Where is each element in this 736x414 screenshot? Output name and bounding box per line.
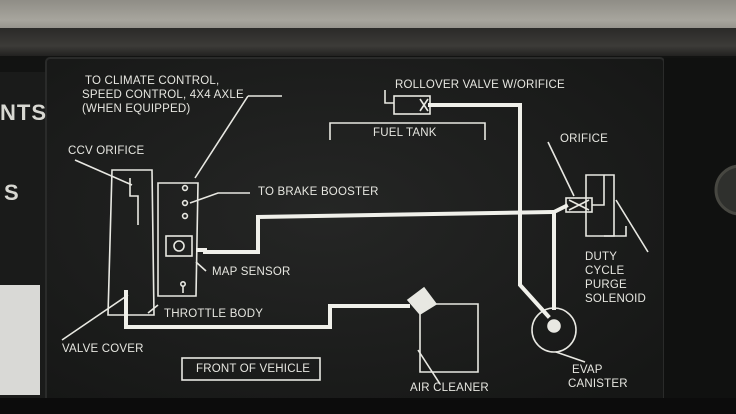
label-ccv-orifice: CCV ORIFICE bbox=[68, 145, 145, 157]
leader-air-cleaner bbox=[417, 349, 441, 385]
vacuum-hoses bbox=[124, 103, 569, 329]
leader-orifice bbox=[547, 141, 575, 197]
bottom-shadow bbox=[0, 398, 736, 414]
label-orifice: ORIFICE bbox=[560, 133, 609, 145]
side-label-white-patch bbox=[0, 285, 40, 395]
vacuum-diagram bbox=[61, 90, 649, 385]
leader-evap bbox=[555, 351, 586, 363]
hose-tank-to-canister bbox=[518, 112, 551, 319]
port-aux bbox=[181, 212, 189, 220]
ccv-tube bbox=[129, 178, 139, 225]
label-rollover-valve: ROLLOVER VALVE W/ORIFICE bbox=[395, 79, 565, 91]
port-climate bbox=[181, 184, 189, 192]
reservoir-cap bbox=[714, 164, 736, 216]
fuel-tank-bracket bbox=[329, 122, 486, 140]
hood-seal-rail bbox=[0, 28, 736, 58]
label-map-sensor: MAP SENSOR bbox=[212, 266, 291, 278]
hose-orifice-link bbox=[551, 203, 569, 215]
front-of-vehicle-box bbox=[181, 357, 321, 381]
rollover-leader bbox=[384, 90, 394, 104]
label-front-of-vehicle: FRONT OF VEHICLE bbox=[196, 363, 311, 375]
valve-cover-outline bbox=[107, 169, 155, 316]
leader-ccv bbox=[74, 159, 133, 186]
label-duty-cycle-4: SOLENOID bbox=[585, 293, 647, 305]
label-duty-cycle-2: CYCLE bbox=[585, 265, 625, 277]
intake-manifold-outline bbox=[157, 182, 199, 297]
right-bracket bbox=[664, 58, 736, 404]
port-brake-booster bbox=[181, 199, 189, 207]
leader-valve-cover bbox=[61, 294, 129, 341]
air-cleaner-snorkel bbox=[406, 286, 438, 316]
label-climate-1: TO CLIMATE CONTROL, bbox=[85, 75, 220, 87]
label-air-cleaner: AIR CLEANER bbox=[410, 382, 489, 394]
side-label-text-2: S bbox=[4, 180, 20, 205]
solenoid-link bbox=[592, 175, 605, 206]
map-sensor-box bbox=[165, 235, 193, 257]
label-brake-booster: TO BRAKE BOOSTER bbox=[258, 186, 379, 198]
label-climate-2: SPEED CONTROL, 4X4 AXLE bbox=[82, 89, 244, 101]
leader-climate bbox=[194, 95, 249, 179]
map-sensor-port bbox=[173, 240, 185, 252]
evap-canister-port bbox=[547, 319, 561, 333]
label-fuel-tank: FUEL TANK bbox=[373, 127, 437, 139]
leader-throttle bbox=[147, 304, 159, 314]
leader-brake-booster bbox=[189, 192, 250, 204]
hose-valve-cover-to-air-cleaner bbox=[124, 290, 410, 329]
hose-rollover-to-tank bbox=[428, 103, 522, 116]
rollover-valve-x bbox=[419, 98, 429, 112]
label-duty-cycle-1: DUTY bbox=[585, 251, 618, 263]
leader-map bbox=[195, 261, 207, 272]
label-evap-1: EVAP bbox=[572, 364, 603, 376]
purge-solenoid-tab bbox=[604, 226, 627, 237]
side-label-text-1: NTS bbox=[0, 100, 47, 125]
label-climate-3: (WHEN EQUIPPED) bbox=[82, 103, 191, 115]
leader-solenoid bbox=[615, 199, 649, 253]
hose-map-to-purge bbox=[196, 209, 553, 254]
label-duty-cycle-3: PURGE bbox=[585, 279, 627, 291]
label-throttle-body: THROTTLE BODY bbox=[164, 308, 264, 320]
label-valve-cover: VALVE COVER bbox=[62, 343, 144, 355]
label-evap-2: CANISTER bbox=[568, 378, 628, 390]
